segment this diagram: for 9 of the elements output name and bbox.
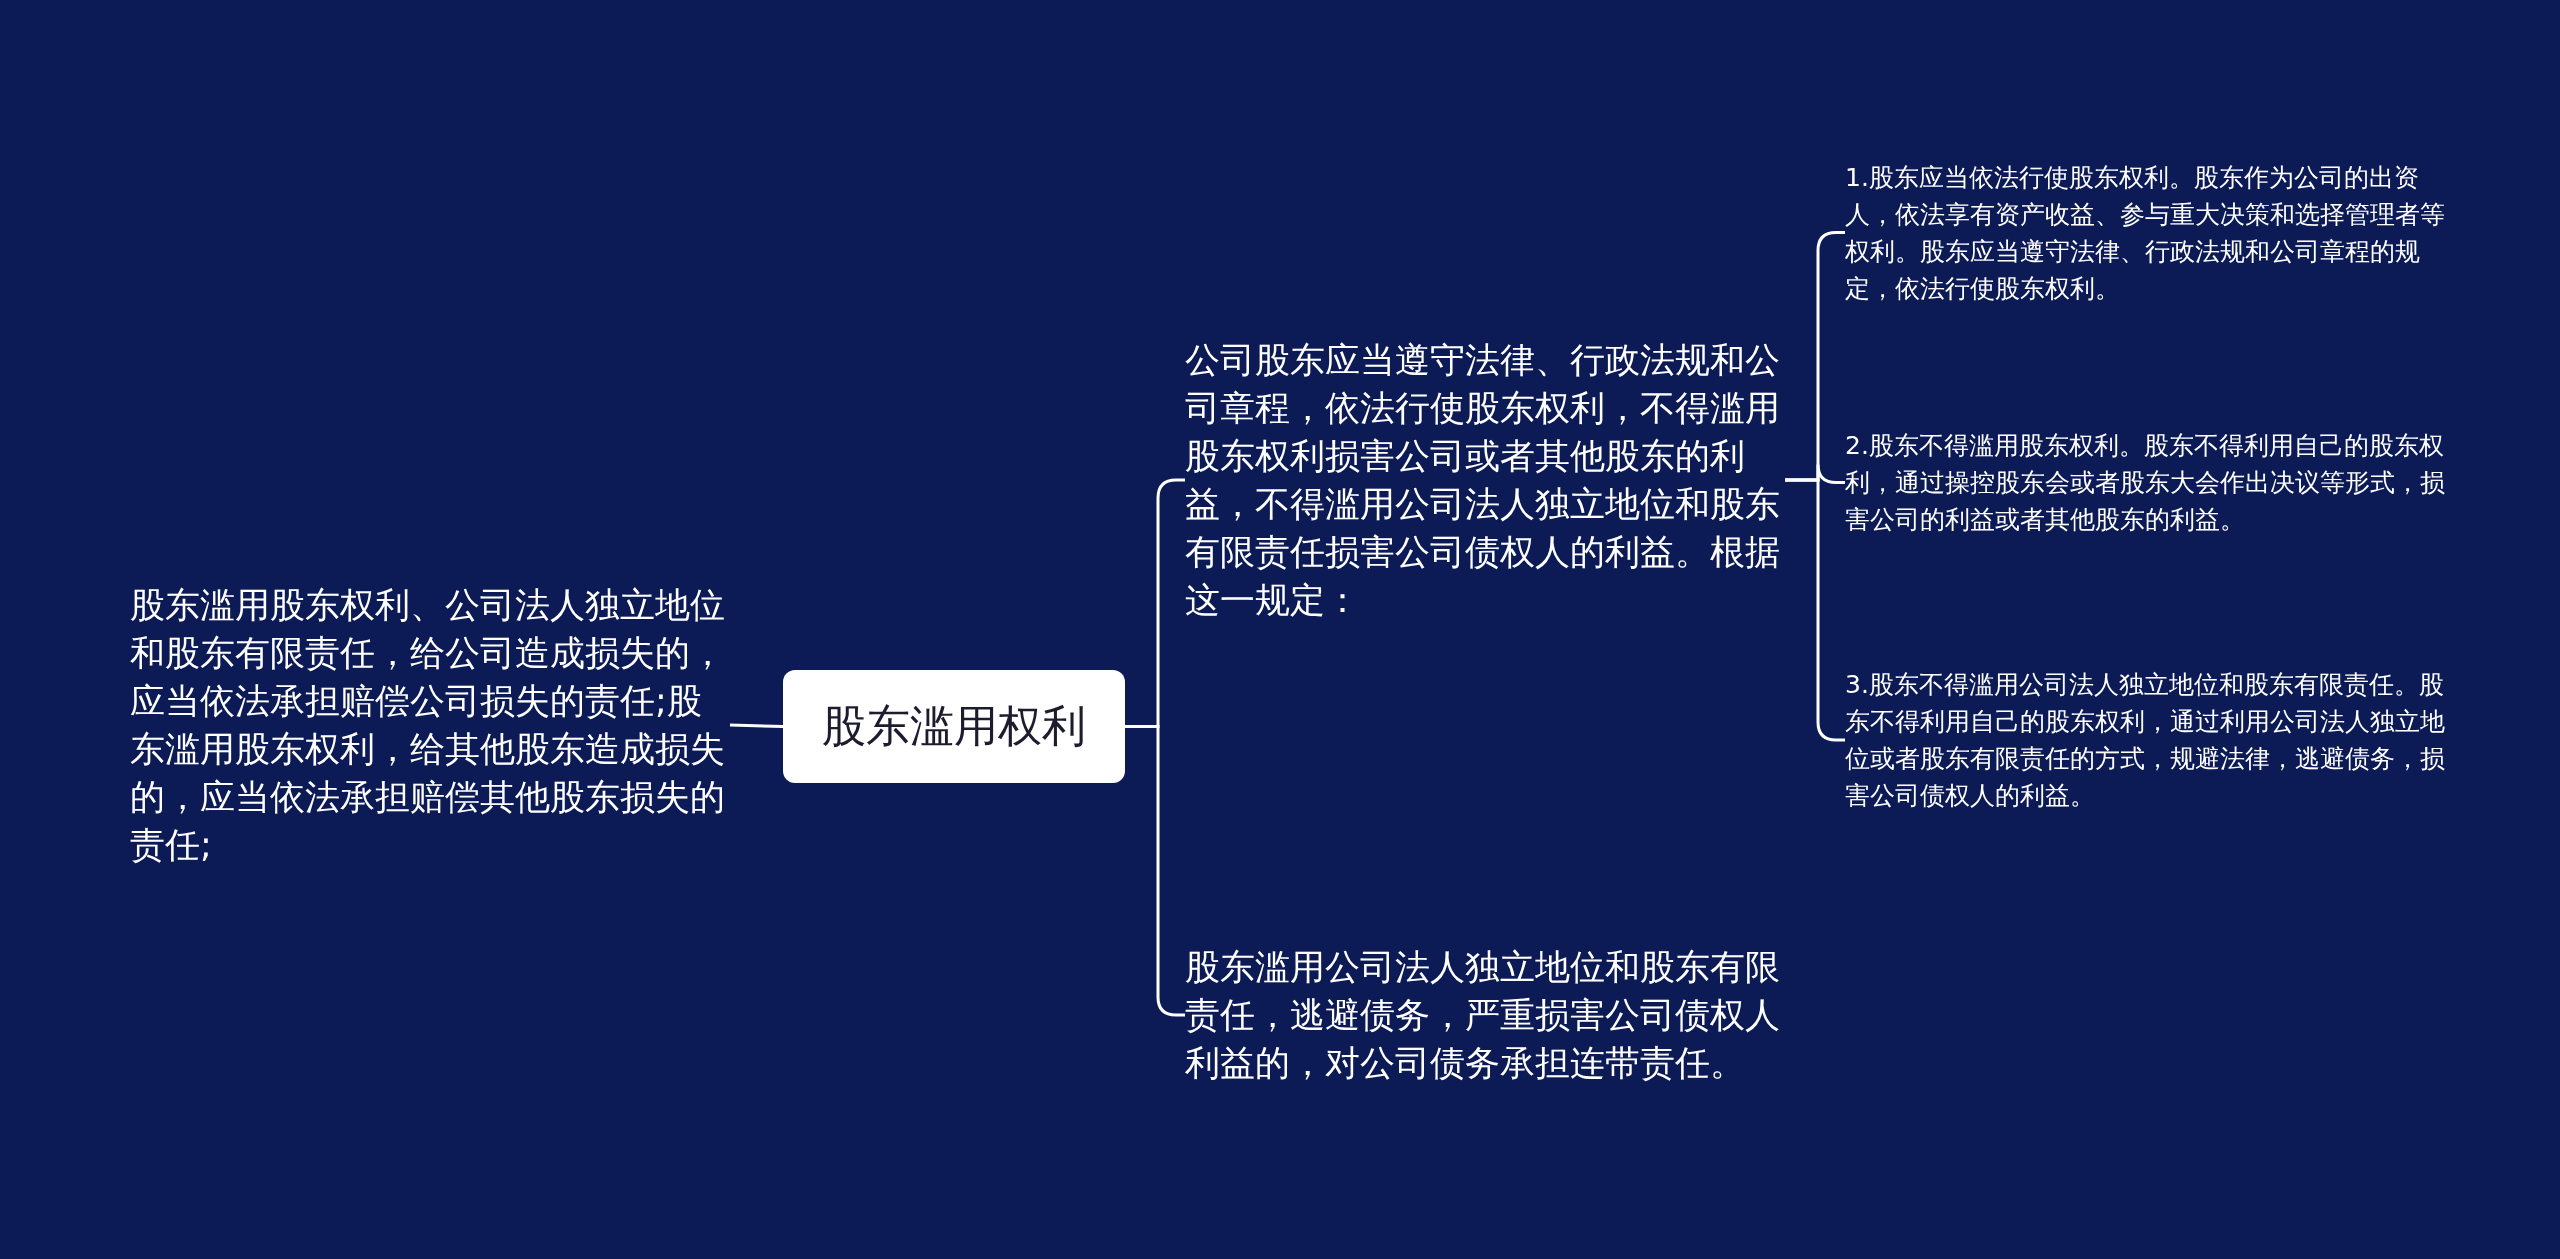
connector-line [729,723,784,728]
topic-text: 公司股东应当遵守法律、行政法规和公司章程，依法行使股东权利，不得滥用股东权利损害公司或者其他股东的利益，不得滥用公司法人独立地位和股东有限责任损害公司债权人的利益。根据这一规定： [1185,339,1781,622]
subtopic-text: 3.股东不得滥用公司法人独立地位和股东有限责任。股东不得利用自己的股东权利，通过利用公司法人独立地位或者股东有限责任的方式，规避法律，逃避债务，损害公司债权人的利益。 [1845,669,2445,812]
topic-text: 股东滥用公司法人独立地位和股东有限责任，逃避债务，严重损害公司债权人利益的，对公司债务承担连带责任。 [1185,946,1781,1085]
topic-label: 股东滥用权利 [822,699,1086,753]
subtopic-text: 1.股东应当依法行使股东权利。股东作为公司的出资人，依法享有资产收益、参与重大决策和选择管理者等权利。股东应当遵守法律、行政法规和公司章程的规定，依法行使股东权利。 [1845,161,2445,305]
subtopic-text: 2.股东不得滥用股东权利。股东不得利用自己的股东权利，通过操控股东会或者股东大会作出决议等形式，损害公司的利益或者其他股东的利益。 [1845,430,2445,536]
topic-text: 股东滥用股东权利、公司法人独立地位和股东有限责任，给公司造成损失的，应当依法承担赔偿公司损失的责任;股东滥用股东权利，给其他股东造成损失的，应当依法承担赔偿其他股东损失的责任; [130,584,726,867]
central-topic-box [783,670,1125,783]
